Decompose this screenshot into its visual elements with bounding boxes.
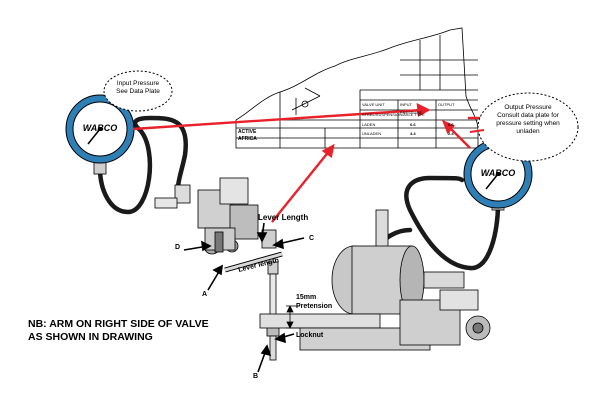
input-pressure-line-2: See Data Plate [116, 88, 160, 95]
load-sensing-valve [154, 177, 283, 273]
plate-row-label-5: OUTPUT [438, 102, 455, 107]
locknut-label: Locknut [296, 332, 324, 339]
input-pressure-callout-bubble [103, 70, 173, 112]
marker-b: B [253, 373, 259, 380]
data-plate [235, 27, 479, 149]
plate-row-label-7: UNLADEN [362, 131, 382, 136]
marker-d: D [175, 244, 181, 251]
brake-chamber [259, 209, 491, 351]
pretension-value: 15mm [296, 294, 317, 301]
plate-row-label-1: STEEL/SUSPENSION/AXLE TYPE [362, 112, 425, 117]
input-pressure-gauge [65, 94, 135, 175]
output-pressure-callout-bubble [477, 92, 579, 162]
plate-row-label-3: VALVE UNIT [362, 102, 385, 107]
linkage-rod [266, 261, 280, 361]
input-pressure-line-1: Input Pressure [116, 80, 160, 87]
plate-row-label-4: INPUT [400, 102, 412, 107]
plate-country-2: AFRICA [238, 136, 257, 142]
input-pressure-callout: Input Pressure See Data Plate [106, 80, 170, 96]
plate-row-label-6: LADEN [362, 122, 376, 127]
output-pressure-line-2: Consult data plate for [497, 112, 559, 119]
plate-value-1: 6.6 [410, 122, 416, 127]
note-line-2: AS SHOWN IN DRAWING [28, 331, 153, 343]
output-pressure-line-4: unladen [516, 128, 540, 135]
left-gauge-brand: WABCO [82, 123, 118, 133]
lever-length-label: Lever Length [258, 213, 309, 222]
plate-value-3: 4.4 [410, 131, 416, 136]
marker-c: C [309, 235, 315, 242]
marker-a: A [202, 291, 208, 298]
note-line-1: NB: ARM ON RIGHT SIDE OF VALVE [28, 318, 209, 330]
pretension-label: Pretension [296, 303, 333, 310]
pretension-dimension [286, 305, 300, 329]
plate-value-2: 6.6 [448, 122, 454, 127]
output-pressure-line-3: pressure setting when [496, 120, 560, 127]
plate-country-1: ACTIVE [238, 129, 257, 135]
red-reference-arrows [132, 102, 484, 223]
plate-row-label-2: PRESSURE [400, 110, 423, 115]
output-pressure-callout: Output Pressure Consult data plate for p… [482, 104, 574, 136]
output-pressure-line-1: Output Pressure [504, 104, 552, 111]
pointer-arrows [183, 222, 305, 373]
plate-value-4: 2.4 [448, 131, 454, 136]
right-gauge-brand: WABCO [480, 168, 516, 178]
